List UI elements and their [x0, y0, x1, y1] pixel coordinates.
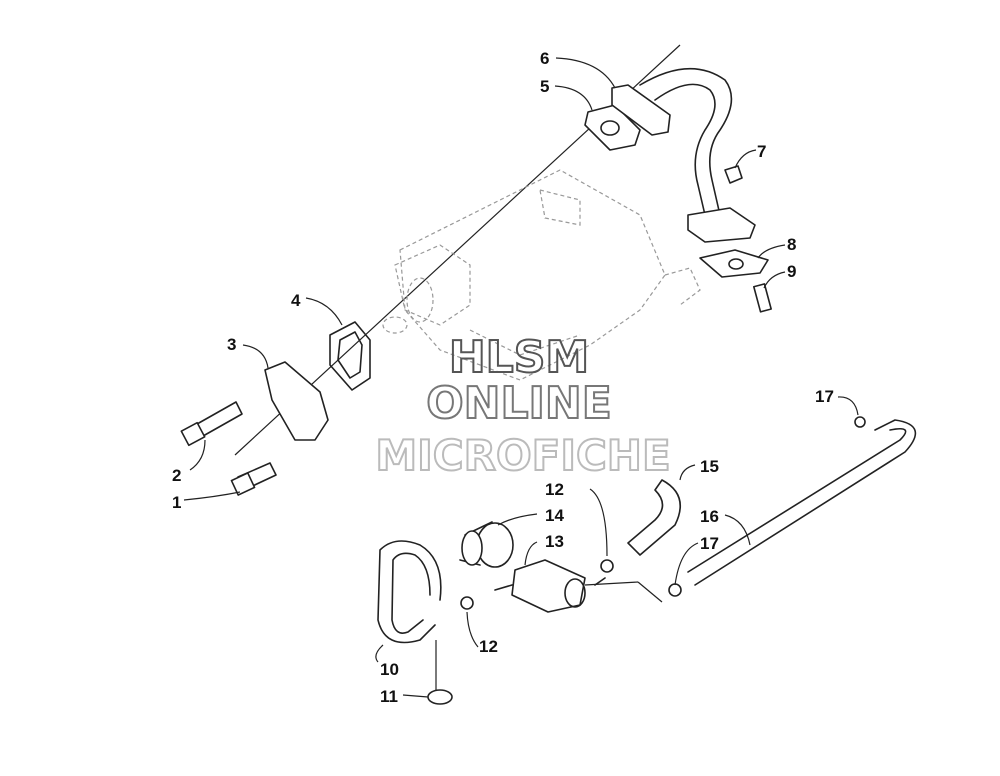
stud-9	[753, 283, 772, 313]
callout-7: 7	[757, 142, 766, 161]
exhaust-pipe	[639, 67, 733, 216]
hose-15	[627, 479, 682, 556]
callout-14: 14	[545, 506, 564, 525]
gasket-8	[699, 249, 769, 278]
clip-17-top	[854, 416, 866, 428]
clip-12-left	[460, 596, 474, 610]
callout-15: 15	[700, 457, 719, 476]
sleeve-14	[459, 521, 514, 568]
callout-labels: 1 2 3 4 5 6 7 8 9 10 11 12 12 13 14 15 1…	[172, 49, 834, 706]
watermark-line3: MICROFICHE	[375, 431, 670, 480]
bolt-2	[180, 401, 243, 447]
flange-6	[611, 84, 671, 136]
callout-1: 1	[172, 493, 181, 512]
engine-block-ghost	[382, 169, 701, 381]
watermark-line1: HLSM	[449, 332, 589, 383]
watermark: HLSM ONLINE MICROFICHE	[374, 331, 671, 481]
callout-5: 5	[540, 77, 549, 96]
cover-plate-3	[264, 361, 329, 441]
hose-10	[377, 540, 442, 644]
nut-7	[724, 165, 743, 184]
pipe-flange	[687, 207, 756, 243]
valve-13	[494, 559, 606, 613]
callout-17-bottom: 17	[700, 534, 719, 553]
clamp-11	[427, 689, 453, 705]
bolt-1	[230, 462, 277, 496]
callout-6: 6	[540, 49, 549, 68]
callout-12-upper: 12	[545, 480, 564, 499]
callout-13: 13	[545, 532, 564, 551]
callout-17-top: 17	[815, 387, 834, 406]
leader-lines	[183, 57, 859, 698]
callout-3: 3	[227, 335, 236, 354]
hose-16	[687, 419, 917, 586]
callout-9: 9	[787, 262, 796, 281]
gasket-4	[329, 321, 371, 391]
clip-12-right	[600, 559, 614, 573]
callout-4: 4	[291, 291, 301, 310]
callout-2: 2	[172, 466, 181, 485]
watermark-line2: ONLINE	[426, 378, 612, 429]
callout-8: 8	[787, 235, 796, 254]
clip-17-bottom	[668, 583, 682, 597]
callout-12-lower: 12	[479, 637, 498, 656]
callout-11: 11	[380, 687, 398, 706]
callout-16: 16	[700, 507, 719, 526]
callout-10: 10	[380, 660, 399, 679]
